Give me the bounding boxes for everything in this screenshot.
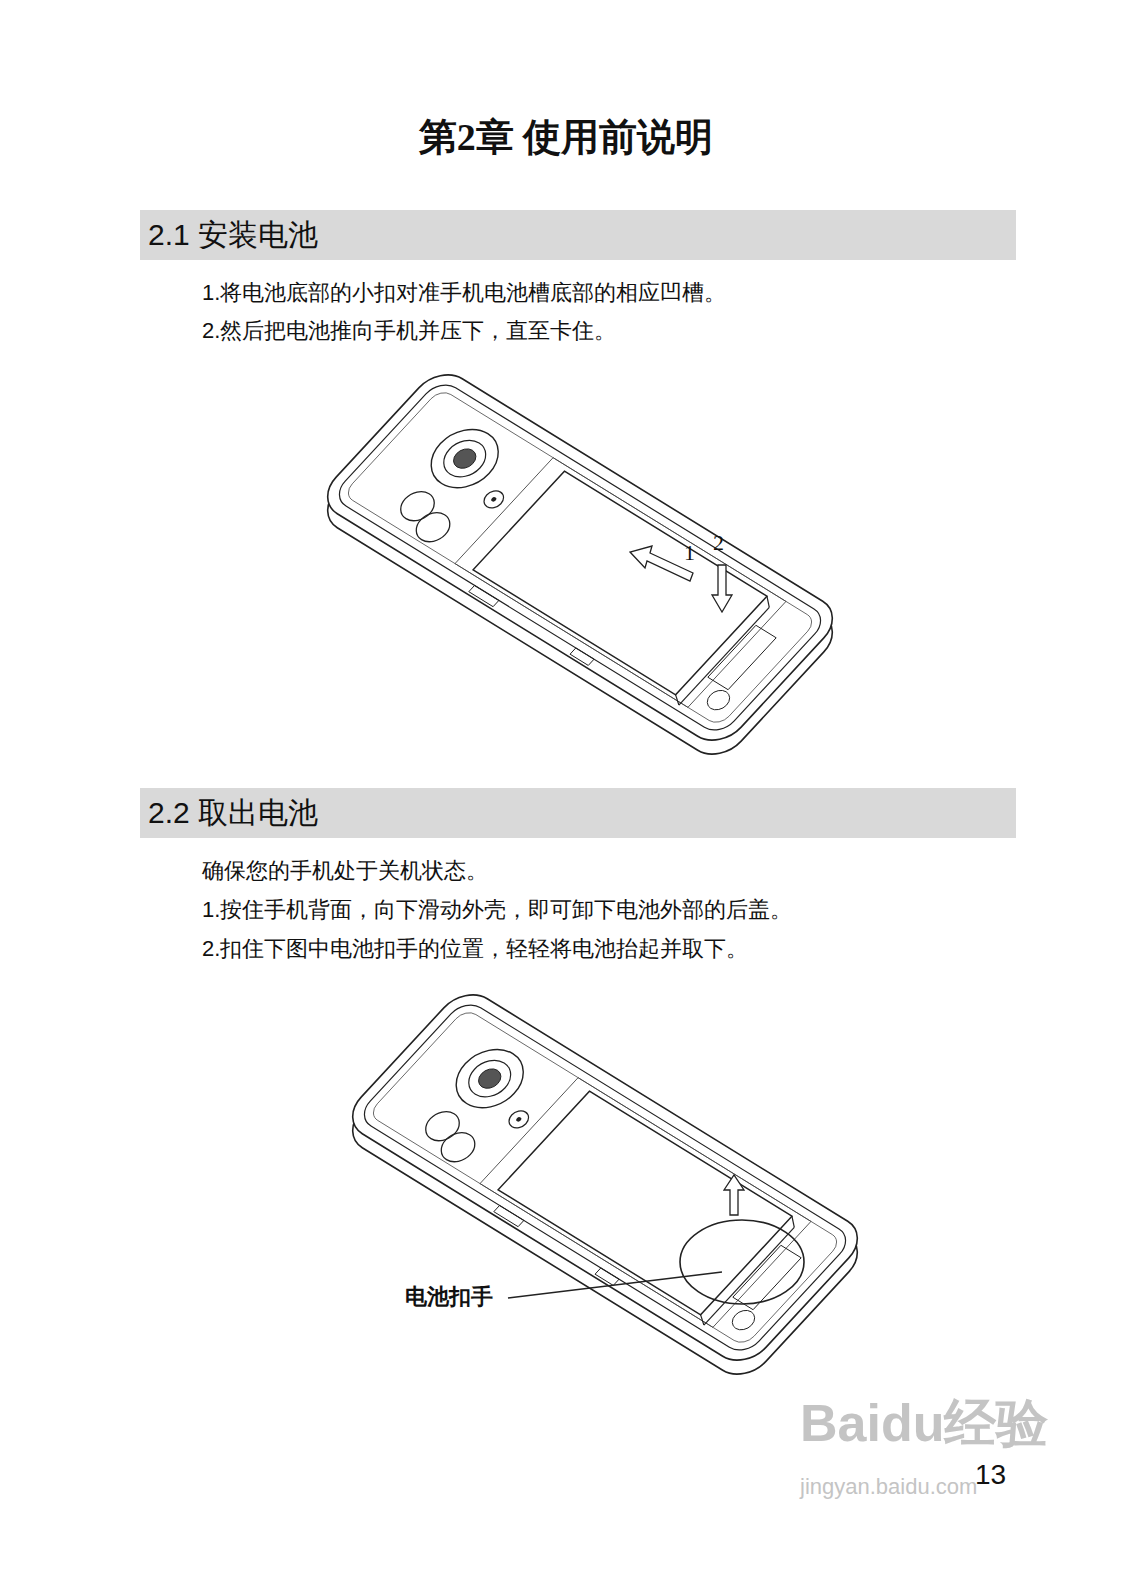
phone-drawing <box>340 985 870 1384</box>
callout-number: 2 <box>713 530 724 556</box>
instruction-text: 2.扣住下图中电池扣手的位置，轻轻将电池抬起并取下。 <box>202 936 748 962</box>
instruction-text: 2.然后把电池推向手机并压下，直至卡住。 <box>202 318 616 344</box>
callout-number: 1 <box>684 540 695 566</box>
highlight-circle <box>680 1220 804 1304</box>
section-heading: 2.1 安装电池 <box>140 210 1016 260</box>
section-band: 2.1 安装电池 <box>140 210 1016 260</box>
leader-line <box>508 1272 722 1298</box>
instruction-text: 确保您的手机处于关机状态。 <box>202 858 488 884</box>
lift-arrow <box>724 1175 744 1215</box>
section-band: 2.2 取出电池 <box>140 788 1016 838</box>
watermark: Baidu经验 <box>800 1392 1048 1454</box>
section-heading: 2.2 取出电池 <box>140 788 1016 838</box>
instruction-text: 1.将电池底部的小扣对准手机电池槽底部的相应凹槽。 <box>202 280 726 306</box>
watermark: jingyan.baidu.com <box>800 1474 977 1500</box>
chapter-title: 第2章 使用前说明 <box>0 112 1132 163</box>
press-arrow <box>712 565 732 612</box>
push-arrow <box>630 546 693 581</box>
page-number: 13 <box>975 1458 1006 1492</box>
part-label: 电池扣手 <box>405 1284 493 1310</box>
phone-drawing <box>315 365 845 764</box>
instruction-text: 1.按住手机背面，向下滑动外壳，即可卸下电池外部的后盖。 <box>202 897 792 923</box>
